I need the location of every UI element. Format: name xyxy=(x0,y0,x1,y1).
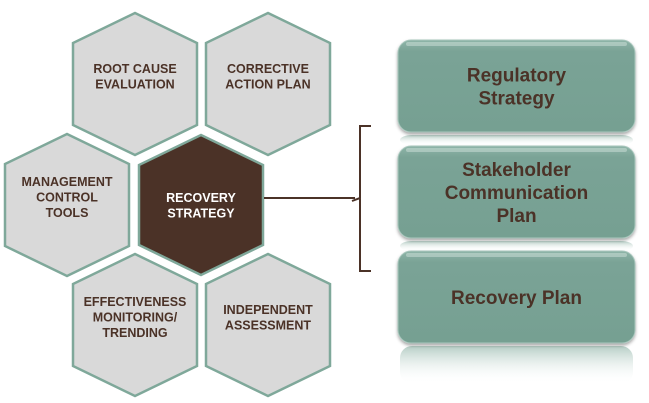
connector xyxy=(264,125,371,272)
hexagon-shape xyxy=(204,11,332,157)
hexagon-shape xyxy=(137,133,265,277)
hexagon-label: STRATEGY xyxy=(167,206,235,220)
box-reflection xyxy=(400,135,633,145)
box-gloss xyxy=(406,42,627,46)
hexagon-label: INDEPENDENT xyxy=(223,303,313,317)
box-gloss xyxy=(406,148,627,152)
box-recovery-plan: Recovery Plan xyxy=(397,250,636,384)
box-label: Stakeholder xyxy=(462,160,571,181)
hexagon-label: EFFECTIVENESS xyxy=(84,295,187,309)
hexagon-label: RECOVERY xyxy=(166,191,236,205)
box-reflection xyxy=(400,346,633,384)
hexagon-label: CORRECTIVE xyxy=(227,62,309,76)
box-gloss xyxy=(406,253,627,257)
box-shape xyxy=(397,39,636,133)
hexagon-label: ASSESSMENT xyxy=(225,318,311,332)
hexagon-label: TOOLS xyxy=(46,206,89,220)
box-label: Recovery Plan xyxy=(451,288,582,309)
hexagon-shape xyxy=(3,132,131,278)
bracket xyxy=(351,125,371,272)
hexagon-label: EVALUATION xyxy=(95,77,174,91)
hexagon-label: CONTROL xyxy=(36,191,98,205)
hexagon-label: MANAGEMENT xyxy=(22,175,113,189)
hexagon-label: MONITORING/ xyxy=(93,311,178,325)
box-reflection xyxy=(400,241,633,251)
hexagon-label: TRENDING xyxy=(102,326,167,340)
box-label: Strategy xyxy=(478,89,554,110)
hexagon-shape xyxy=(71,11,199,157)
hexagon-label: ACTION PLAN xyxy=(225,77,310,91)
hexagon-shape xyxy=(204,252,332,398)
box-label: Communication xyxy=(445,183,589,204)
box-shape xyxy=(397,145,636,239)
box-label: Regulatory xyxy=(467,66,567,87)
box-label: Plan xyxy=(496,206,536,227)
hexagon-effectiveness-monitoring-trending: EFFECTIVENESS MONITORING/TRENDING xyxy=(71,252,199,398)
box-shape xyxy=(397,250,636,344)
hexagon-label: ROOT CAUSE xyxy=(93,62,176,76)
outcome-boxes: RegulatoryStrategyStakeholderCommunicati… xyxy=(397,39,636,384)
hexagon-shape xyxy=(71,252,199,398)
